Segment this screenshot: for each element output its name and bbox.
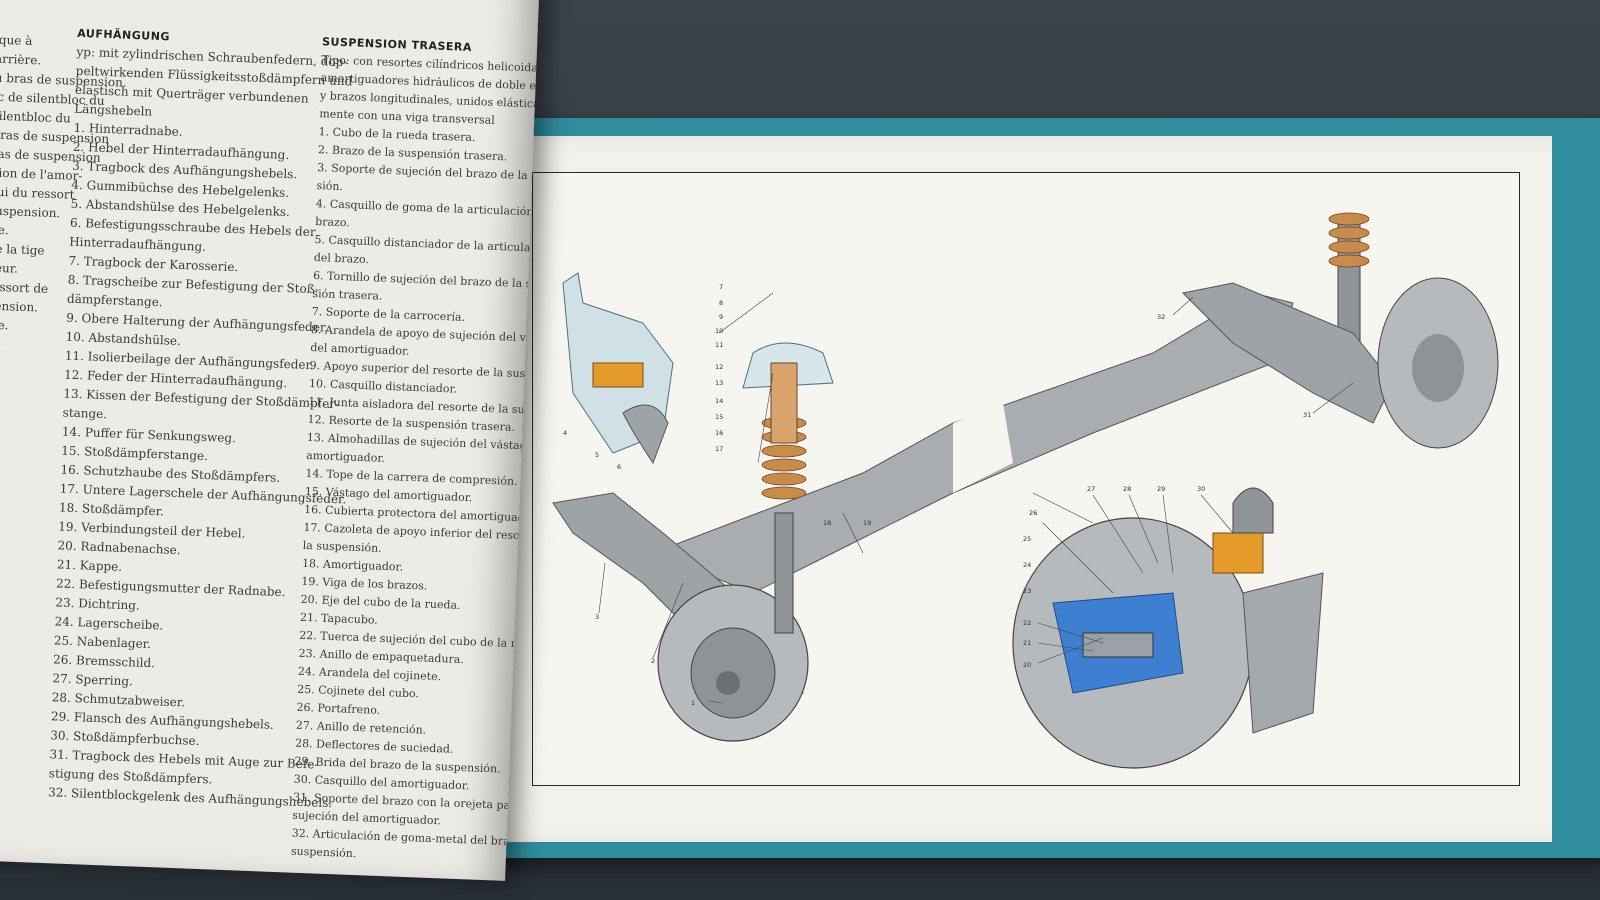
callout-17: 17 xyxy=(715,445,723,453)
callout-7: 7 xyxy=(719,283,723,291)
callout-16: 16 xyxy=(715,429,723,437)
callout-2: 2 xyxy=(651,657,655,665)
callout-10: 10 xyxy=(715,327,723,335)
callout-25: 25 xyxy=(1023,535,1031,543)
callout-27: 27 xyxy=(1087,485,1095,493)
german-legend: AUFHÄNGUNG yp: mit zylindrischen Schraub… xyxy=(48,24,353,812)
callout-26: 26 xyxy=(1029,509,1037,517)
callout-5: 5 xyxy=(595,451,599,459)
callout-1: 1 xyxy=(691,699,695,707)
callout-12: 12 xyxy=(715,363,723,371)
left-page: astique à on arrière. u du bras de suspe… xyxy=(0,0,540,881)
callout-19: 19 xyxy=(863,519,871,527)
callout-8: 8 xyxy=(719,299,723,307)
callout-4: 4 xyxy=(563,429,567,437)
right-page: 1 2 3 4 5 6 7 8 9 10 11 12 13 14 15 16 1… xyxy=(470,136,1552,842)
callout-14: 14 xyxy=(715,397,723,405)
callout-21: 21 xyxy=(1023,639,1031,647)
callout-3: 3 xyxy=(595,613,599,621)
callout-32: 32 xyxy=(1157,313,1165,321)
spanish-legend: SUSPENSION TRASERA Tipo: con resortes ci… xyxy=(291,33,540,868)
callout-9: 9 xyxy=(719,313,723,321)
callout-6: 6 xyxy=(617,463,621,471)
callout-13: 13 xyxy=(715,379,723,387)
callout-11: 11 xyxy=(715,341,723,349)
callout-30: 30 xyxy=(1197,485,1205,493)
callout-15: 15 xyxy=(715,413,723,421)
callout-22: 22 xyxy=(1023,619,1031,627)
callout-18: 18 xyxy=(823,519,831,527)
illustration-plate: 1 2 3 4 5 6 7 8 9 10 11 12 13 14 15 16 1… xyxy=(532,172,1520,786)
callout-28: 28 xyxy=(1123,485,1131,493)
callout-23: 23 xyxy=(1023,587,1031,595)
callout-24: 24 xyxy=(1023,561,1031,569)
callout-20: 20 xyxy=(1023,661,1031,669)
callout-31: 31 xyxy=(1303,411,1311,419)
callout-29: 29 xyxy=(1157,485,1165,493)
rear-suspension-diagram: 1 2 3 4 5 6 7 8 9 10 11 12 13 14 15 16 1… xyxy=(552,212,1499,769)
